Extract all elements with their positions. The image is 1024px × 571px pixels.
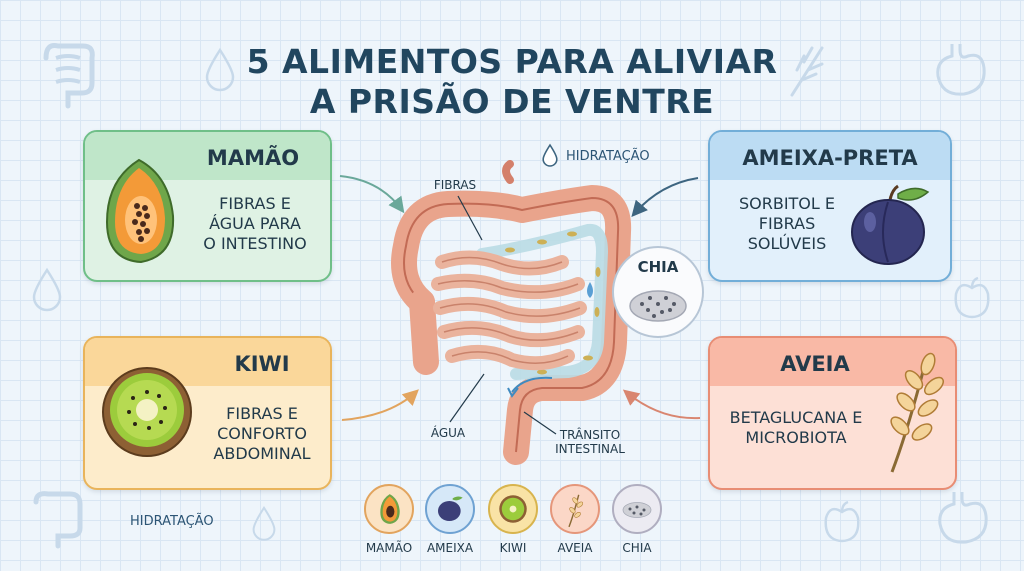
card-aveia-title: AVEIA [780,352,850,376]
card-aveia: AVEIA BETAGLUCANA E MICROBIOTA [708,336,957,490]
bottom-label-kiwi: KIWI [499,541,527,555]
bottom-label-ameixa: AMEIXA [426,541,474,555]
water-drop-icon [205,47,235,92]
card-ameixa-desc: SORBITOL E FIBRAS SOLÚVEIS [738,194,836,253]
bottom-icon-mamao [364,484,414,534]
kiwi-icon [102,367,192,457]
oat-icon [890,352,945,473]
bottom-icon-kiwi [488,484,538,534]
bottom-icon-aveia [550,484,600,534]
fibras-label: FIBRAS [433,178,477,192]
hydration-label-top: HIDRATAÇÃO [566,149,650,164]
agua-pointer [449,373,485,423]
transito-label: TRÂNSITO INTESTINAL [555,428,625,456]
card-kiwi-title: KIWI [234,352,290,376]
chia-seeds-icon [629,290,687,322]
plum-icon [438,496,463,521]
fibras-pointer [457,195,483,241]
transito-pointer [523,411,557,435]
agua-label: ÁGUA [430,426,466,440]
water-drop-icon [32,267,62,312]
papaya-icon [380,494,400,524]
intestine-illustration [391,160,632,465]
card-ameixa: AMEIXA-PRETA SORBITOL E FIBRAS SOLÚVEIS [708,130,952,282]
intestine-outline-icon [43,43,95,109]
card-mamao: MAMÃO FIBRAS E ÁGUA PARA O INTESTINO [83,130,332,282]
bottom-label-aveia: AVEIA [557,541,593,555]
kiwi-icon [499,495,527,523]
apple-outline-icon [954,276,990,319]
stomach-outline-icon [938,492,988,544]
title-line-1: 5 ALIMENTOS PARA ALIVIAR [246,42,778,81]
card-aveia-desc: BETAGLUCANA E MICROBIOTA [729,408,863,447]
hydration-drop-icon [542,143,558,167]
card-ameixa-title: AMEIXA-PRETA [742,146,918,170]
apple-outline-icon [824,500,860,543]
chia-seeds-icon [622,502,652,518]
bottom-label-chia: CHIA [622,541,652,555]
bottom-icon-chia [612,484,662,534]
hydration-label-bottom: HIDRATAÇÃO [130,514,214,529]
card-mamao-desc: FIBRAS E ÁGUA PARA O INTESTINO [203,194,307,253]
bottom-icon-ameixa [425,484,475,534]
water-drop-icon [252,505,276,541]
card-kiwi: KIWI FIBRAS E CONFORTO ABDOMINAL [83,336,332,490]
wheat-outline-icon [790,46,824,97]
title-line-2: A PRISÃO DE VENTRE [309,82,715,121]
stomach-outline-icon [936,44,986,96]
intestine-outline-icon [33,491,83,549]
oat-icon [568,494,584,528]
bottom-label-mamao: MAMÃO [365,541,413,555]
card-mamao-title: MAMÃO [206,146,300,170]
chia-label: CHIA [637,258,679,276]
card-kiwi-desc: FIBRAS E CONFORTO ABDOMINAL [213,404,311,463]
card-ameixa-header [710,132,950,180]
papaya-icon [105,158,175,264]
plum-icon [851,184,930,265]
